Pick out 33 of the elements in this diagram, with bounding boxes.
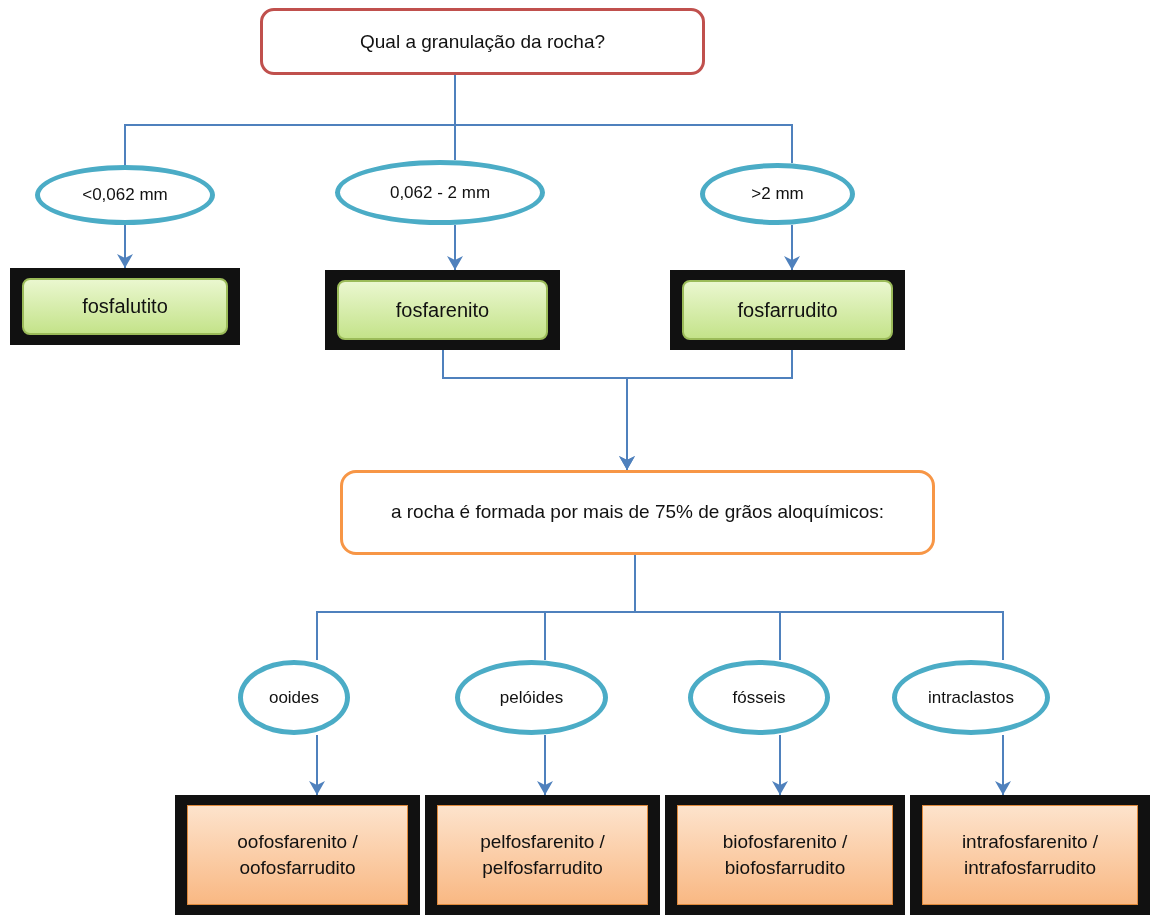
arrow <box>995 734 1011 796</box>
rock-name-label: oofosfarenito / oofosfarrudito <box>187 805 408 905</box>
result-frame <box>665 795 905 915</box>
result-frame <box>910 795 1150 915</box>
arrow <box>309 734 325 796</box>
result-frame <box>325 270 560 350</box>
rock-name-label: fosfarenito <box>337 280 548 340</box>
arrow <box>117 224 133 269</box>
option-label: 0,062 - 2 mm <box>389 182 491 203</box>
arrow <box>447 224 463 271</box>
result-frame <box>670 270 905 350</box>
option-label: ooides <box>268 687 320 708</box>
option-label: fósseis <box>732 687 786 708</box>
option-label: intraclastos <box>928 687 1014 708</box>
question-text: Qual a granulação da rocha? <box>359 30 606 53</box>
rock-name-label: fosfalutito <box>22 278 228 335</box>
arrow <box>772 734 788 796</box>
question-text: a rocha é formada por mais de 75% de grãos aloquímicos: <box>390 500 885 525</box>
arrow <box>619 349 793 471</box>
question-box <box>260 8 705 75</box>
rock-name-label: fosfarrudito <box>682 280 893 340</box>
arrow <box>537 734 553 796</box>
question-box <box>340 470 935 555</box>
result-frame <box>175 795 420 915</box>
result-frame <box>425 795 660 915</box>
rock-name-label: biofosfarenito / biofosfarrudito <box>677 805 893 905</box>
rock-name-label: intrafosfarenito / intrafosfarrudito <box>922 805 1138 905</box>
rock-name-label: pelfosfarenito / pelfosfarrudito <box>437 805 648 905</box>
option-label: pelóides <box>499 687 564 708</box>
option-label: <0,062 mm <box>82 185 168 205</box>
arrow <box>784 224 800 271</box>
option-label: >2 mm <box>751 184 804 204</box>
result-frame <box>10 268 240 345</box>
